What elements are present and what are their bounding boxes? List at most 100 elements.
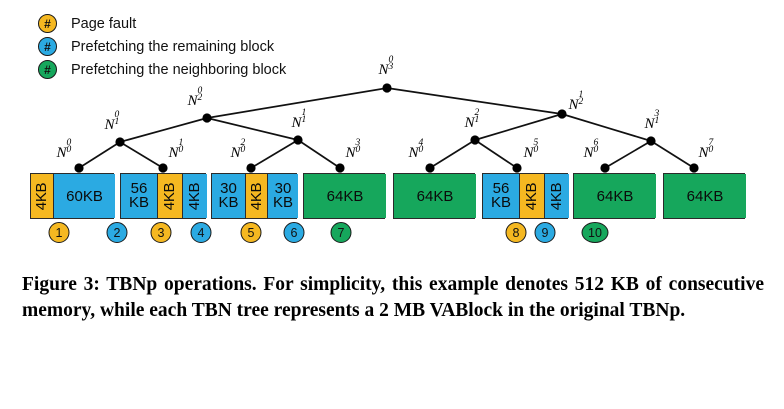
operation-mark-3: 3 <box>150 222 172 243</box>
memory-block-cell: 60KB <box>53 174 115 218</box>
memory-block-label: 64KB <box>416 187 454 205</box>
legend-item-1: # Prefetching the remaining block <box>38 35 286 58</box>
tree-node-n3_0 <box>382 83 392 93</box>
operation-mark-1: 1 <box>48 222 70 243</box>
tree-node-n1_0 <box>115 137 125 147</box>
legend-item-0: # Page fault <box>38 12 286 35</box>
tree-node-n0_3 <box>335 163 345 173</box>
legend-item-label: Page fault <box>71 15 137 32</box>
tree-edge <box>561 113 652 142</box>
tree-edge <box>206 117 299 141</box>
operation-mark-5: 5 <box>240 222 262 243</box>
tree-edge <box>119 117 208 143</box>
legend-item-label: Prefetching the neighboring block <box>71 61 287 78</box>
tree-edge <box>429 139 476 169</box>
memory-block-label: 4KB <box>523 182 541 210</box>
memory-block-label: 4KB <box>186 182 204 210</box>
memory-block-label: 4KB <box>248 182 266 210</box>
tree-node-n0_5 <box>512 163 522 173</box>
tree-node-n0_0 <box>74 163 84 173</box>
tree-edge <box>604 140 652 169</box>
memory-block-cell: 64KB <box>574 174 656 218</box>
memory-block-label: 64KB <box>686 187 724 205</box>
memory-block-label: 64KB <box>326 187 364 205</box>
figure-caption: Figure 3: TBNp operations. For simplicit… <box>22 274 764 322</box>
memory-block-group: 64KB <box>663 173 746 219</box>
hash-circle-icon: # <box>38 14 57 33</box>
tree-node-n2_1 <box>557 109 567 119</box>
legend: # Page fault # Prefetching the remaining bl… <box>38 12 286 81</box>
memory-block-cell: 4KB <box>245 174 267 218</box>
operation-mark-9: 9 <box>534 222 556 243</box>
memory-block-label: 64KB <box>596 187 634 205</box>
tree-edge <box>250 139 299 169</box>
memory-block-cell: 4KB <box>519 174 544 218</box>
memory-block-label: 4KB <box>33 182 51 210</box>
memory-block-group: 64KB <box>393 173 476 219</box>
tree-edge <box>206 87 388 119</box>
tree-node-n0_4 <box>425 163 435 173</box>
tree-edge <box>119 141 164 169</box>
operation-mark-6: 6 <box>283 222 305 243</box>
memory-block-cell: 64KB <box>394 174 476 218</box>
memory-block-label: 4KB <box>548 182 566 210</box>
memory-block-cell: 64KB <box>304 174 386 218</box>
tree-edges <box>78 87 695 169</box>
tree-edge <box>474 139 518 169</box>
memory-block-label: 60KB <box>66 187 103 205</box>
memory-block-label: 4KB <box>161 182 179 210</box>
memory-block-group: 64KB <box>303 173 386 219</box>
operation-mark-2: 2 <box>106 222 128 243</box>
tree-edge <box>386 87 563 115</box>
memory-block-group: 64KB <box>573 173 656 219</box>
legend-item-2: #Prefetching the neighboring block <box>38 58 286 81</box>
tree-edge <box>474 113 563 141</box>
tree-node-n1_3 <box>646 136 656 146</box>
memory-block-cell: 4KB <box>31 174 53 218</box>
legend-item-label: Prefetching the remaining block <box>71 38 275 55</box>
operation-mark-7: 7 <box>330 222 352 243</box>
tree-node-n0_2 <box>246 163 256 173</box>
tree-node-n0_7 <box>689 163 699 173</box>
operation-mark-4: 4 <box>190 222 212 243</box>
memory-block-cell: 4KB <box>182 174 207 218</box>
tree-edge <box>650 140 695 169</box>
memory-block-group: 4KB 60KB <box>30 173 115 219</box>
tree-node-n2_0 <box>202 113 212 123</box>
memory-block-cell: 64KB <box>664 174 746 218</box>
hash-circle-icon: # <box>38 37 57 56</box>
operation-mark-8: 8 <box>505 222 527 243</box>
memory-block-cell: 4KB <box>157 174 182 218</box>
tree-node-n1_1 <box>293 135 303 145</box>
tree-node-n0_6 <box>600 163 610 173</box>
tree-edge <box>297 139 341 169</box>
tree-edge <box>78 141 121 169</box>
operation-mark-10: 10 <box>581 222 609 243</box>
